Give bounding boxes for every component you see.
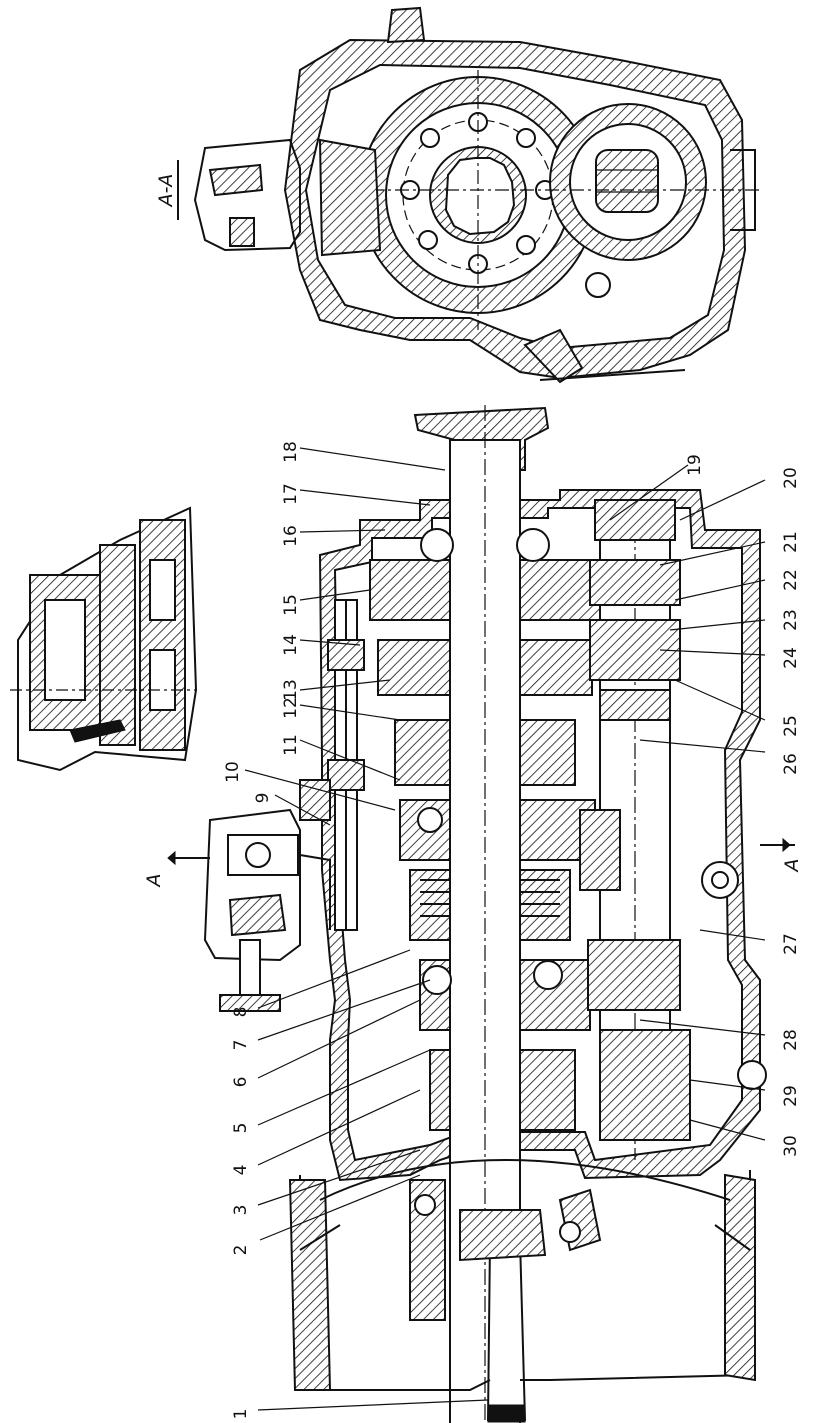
part-number: 15 xyxy=(281,594,301,616)
shift-lever-housing xyxy=(203,808,301,962)
part-number: 28 xyxy=(781,1029,801,1051)
part-number: 20 xyxy=(781,467,801,489)
part-number: 17 xyxy=(281,483,301,505)
leader-lines xyxy=(244,447,766,1411)
section-mark-right: А xyxy=(781,859,803,874)
part-number: 2 xyxy=(231,1245,251,1256)
part-number: 19 xyxy=(685,454,705,476)
part-number: 11 xyxy=(281,734,301,756)
part-number: 16 xyxy=(281,525,301,547)
part-number: 21 xyxy=(781,531,801,553)
part-number: 3 xyxy=(231,1205,251,1216)
part-number: 24 xyxy=(781,647,801,669)
part-number: 27 xyxy=(781,933,801,955)
part-number: 29 xyxy=(781,1085,801,1107)
bell-housing xyxy=(299,1170,751,1391)
part-number: 4 xyxy=(231,1165,251,1176)
inset-detail-view xyxy=(10,506,198,772)
part-number: 9 xyxy=(253,793,273,804)
part-number: 6 xyxy=(231,1077,251,1088)
main-longitudinal-section xyxy=(167,405,795,1423)
part-number: 1 xyxy=(231,1409,251,1420)
part-number: 30 xyxy=(781,1135,801,1157)
part-number: 13 xyxy=(281,679,301,701)
section-mark-left: А xyxy=(143,874,165,889)
part-number: 12 xyxy=(281,697,301,719)
part-number: 7 xyxy=(231,1040,251,1051)
section-label: А-А xyxy=(155,174,177,209)
clutch-discs xyxy=(420,879,560,917)
part-number: 22 xyxy=(781,569,801,591)
part-number: 26 xyxy=(781,753,801,775)
flange-bolts xyxy=(400,112,555,274)
section-view-a-a xyxy=(193,6,760,384)
part-number: 23 xyxy=(781,609,801,631)
part-number: 14 xyxy=(281,634,301,656)
part-number: 5 xyxy=(231,1123,251,1134)
part-number: 18 xyxy=(281,441,301,463)
part-number: 25 xyxy=(781,715,801,737)
part-number: 10 xyxy=(223,761,243,783)
part-number-labels: 1 2 3 4 5 6 7 8 9 10 11 12 13 14 15 16 1… xyxy=(223,441,801,1419)
part-number: 8 xyxy=(231,1007,251,1018)
